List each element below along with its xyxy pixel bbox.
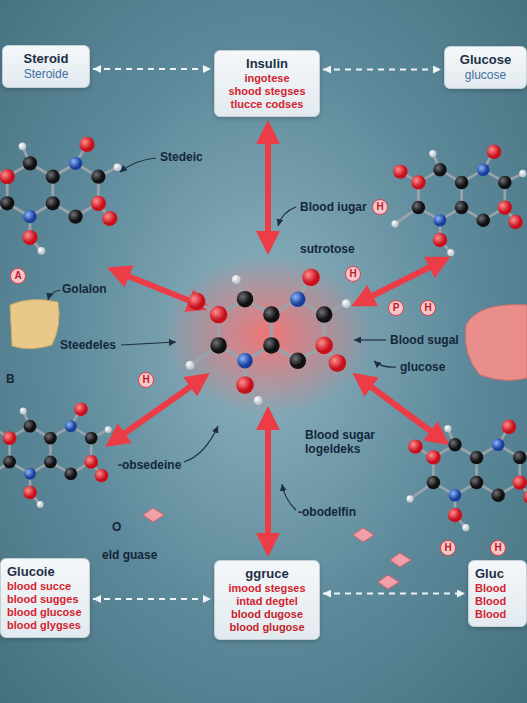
box-heading: Gluc [475, 566, 504, 582]
box-heading: Glucoie [7, 564, 55, 580]
atom-badge: P [388, 300, 404, 316]
box-line: blood sugges [7, 593, 79, 606]
glucose-molecule [391, 145, 526, 257]
atom-badge: H [420, 300, 436, 316]
box-line: imood stegses [228, 582, 305, 595]
text-box: ggruceimood stegsesintad degtelblood dug… [214, 560, 320, 640]
insulin-molecule [186, 268, 351, 404]
annotation-label: Blood sugar logeldeks [305, 428, 385, 456]
dashed-arrow [93, 68, 211, 70]
text-box: Glucoseglucose [444, 46, 527, 89]
annotation-label: -obsedeine [118, 458, 181, 472]
annotation-label: O [112, 520, 121, 534]
box-line: Blood [475, 595, 506, 608]
pancreas-organ [465, 305, 527, 381]
atom-badge: H [440, 540, 456, 556]
box-line: Blood [475, 608, 506, 621]
glucose-molecule [406, 420, 527, 532]
annotation-label: eld guase [102, 548, 157, 562]
box-line: blood glygses [7, 619, 81, 632]
box-line: intad degtel [236, 595, 298, 608]
steroid-molecule [0, 137, 121, 255]
center-glow [163, 255, 373, 415]
box-line: Steroide [24, 67, 69, 82]
atom-badge: A [10, 268, 26, 284]
box-line: blood succe [7, 580, 71, 593]
dashed-arrow [323, 69, 441, 71]
glucose-molecule [0, 402, 112, 507]
text-box: GlucBloodBloodBlood [468, 560, 527, 627]
box-heading: Glucose [460, 52, 511, 68]
box-line: blood glucose [7, 606, 82, 619]
text-box: Glucoieblood succeblood suggesblood gluc… [0, 558, 90, 638]
annotation-label: glucose [400, 360, 445, 374]
box-heading: Insulin [246, 56, 288, 72]
box-line: glucose [465, 68, 506, 83]
dashed-arrow [93, 598, 211, 600]
atom-badge: H [372, 199, 388, 215]
annotation-label: -obodelfin [298, 505, 356, 519]
annotation-label: Blood iugar [300, 200, 367, 214]
text-box: SteroidSteroide [2, 45, 90, 88]
box-line: tlucce codses [231, 98, 304, 111]
box-line: Blood [475, 582, 506, 595]
box-line: ingotese [244, 72, 289, 85]
box-heading: ggruce [245, 566, 288, 582]
box-line: shood stegses [228, 85, 305, 98]
sugar-cubes [143, 508, 411, 589]
atom-badge: H [490, 540, 506, 556]
atom-badge: H [138, 372, 154, 388]
text-box: Insuliningoteseshood stegsestlucce codse… [214, 50, 320, 117]
annotation-label: Stedeic [160, 150, 203, 164]
annotation-label: B [6, 372, 15, 386]
box-line: blood glugose [229, 621, 304, 634]
dashed-arrow [323, 593, 465, 595]
atom-badge: H [345, 266, 361, 282]
annotation-label: Steedeles [60, 338, 116, 352]
annotation-label: sutrotose [300, 242, 355, 256]
annotation-label: Blood sugal [390, 333, 459, 347]
box-line: blood dugose [231, 608, 303, 621]
box-heading: Steroid [24, 51, 69, 67]
annotation-label: Golalon [62, 282, 107, 296]
leader-lines [48, 158, 396, 510]
liver-organ [10, 300, 59, 349]
